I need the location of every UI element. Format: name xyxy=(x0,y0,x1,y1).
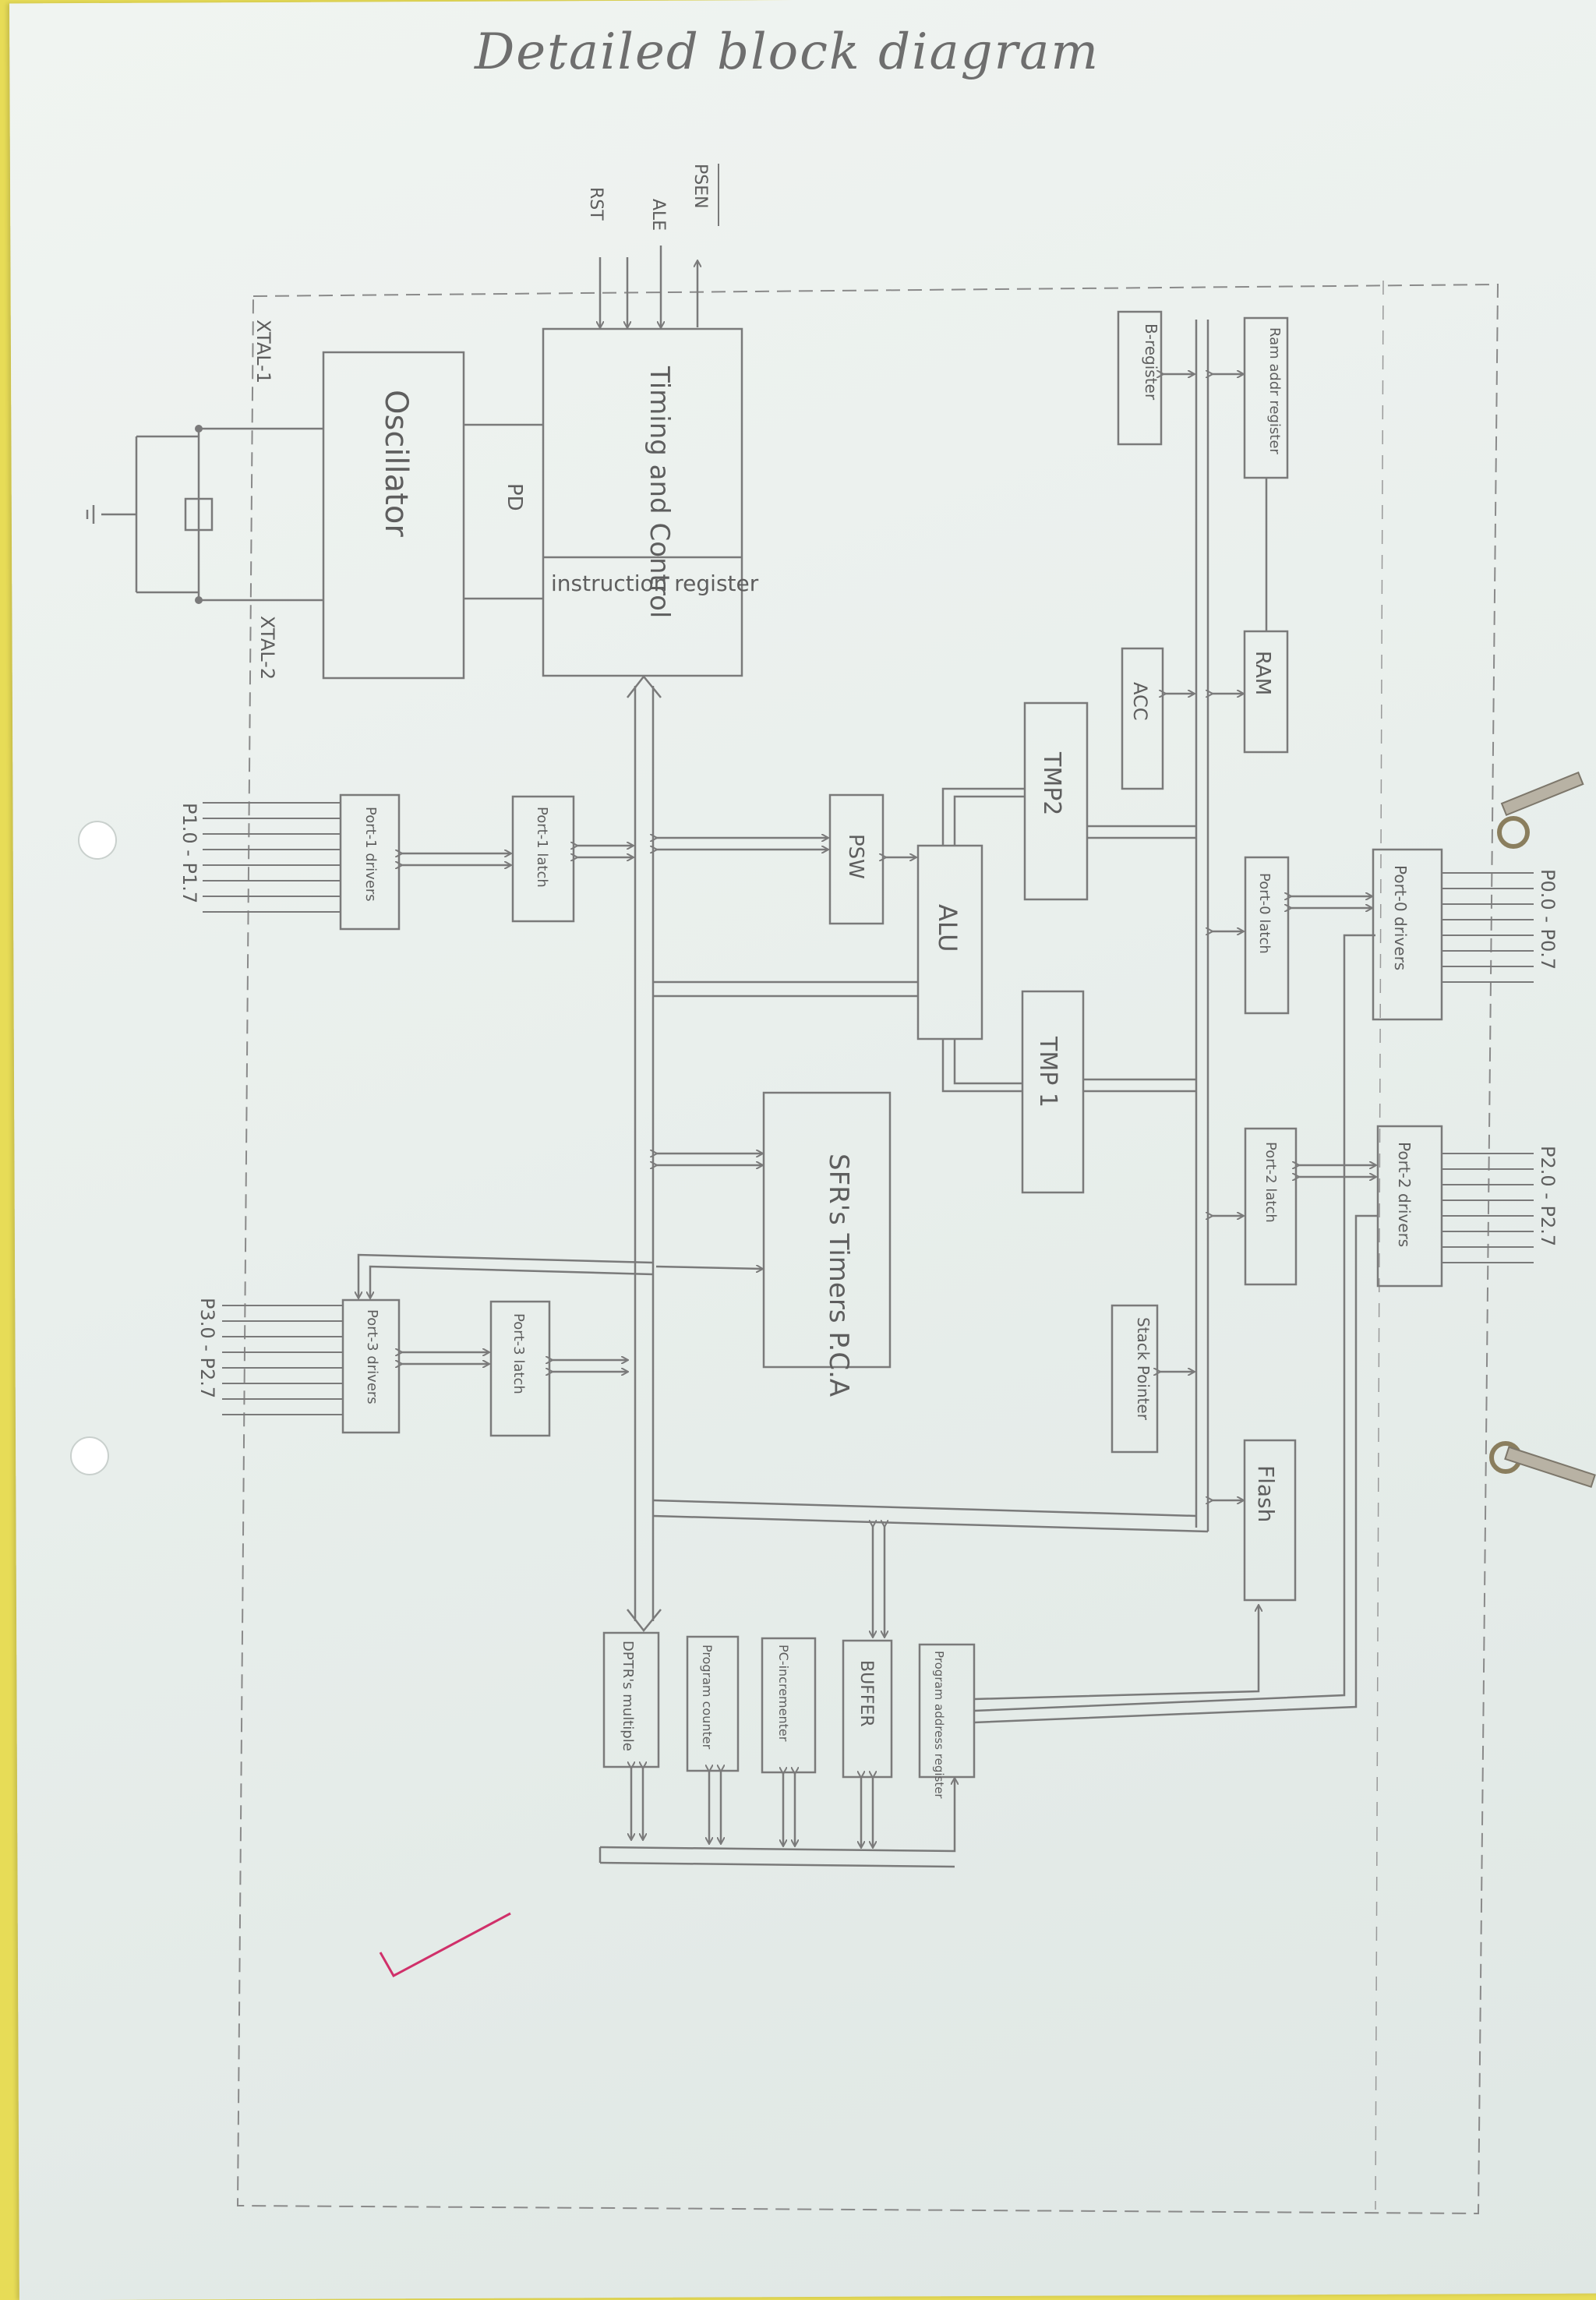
tmp2-block xyxy=(1023,701,1089,901)
crystal-node xyxy=(195,425,203,433)
port3-drivers-label: Port-3 drivers xyxy=(364,1309,380,1404)
port2-pin-lines xyxy=(1442,1153,1534,1263)
flash-block xyxy=(1243,1439,1297,1602)
pc-incrementer-label: PC-incrementer xyxy=(776,1645,791,1742)
port0-pins-label: P0.0 - P0.7 xyxy=(1537,869,1559,970)
port3-pins-label: P3.0 - P2.7 xyxy=(196,1298,218,1398)
ram-block xyxy=(1243,630,1289,754)
port2-latch-label: Port-2 latch xyxy=(1262,1142,1279,1223)
ram-addr-register-label: Ram addr register xyxy=(1266,327,1283,454)
internal-bus xyxy=(634,320,1209,1621)
bus-arrow-head xyxy=(627,674,662,698)
pc-incrementer-block xyxy=(761,1637,817,1774)
pc-section-wiring xyxy=(598,934,1378,1868)
timing-control-label: Timing and Control xyxy=(644,366,675,618)
port0-latch-label: Port-0 latch xyxy=(1256,873,1273,954)
rst-label: RST xyxy=(586,187,606,221)
sfr-block xyxy=(762,1091,892,1369)
psw-label: PSW xyxy=(844,834,867,879)
port0-drivers-label: Port-0 drivers xyxy=(1391,865,1410,970)
port3-latch-label: Port-3 latch xyxy=(510,1313,527,1394)
buffer-label: BUFFER xyxy=(856,1660,876,1727)
stack-pointer-label: Stack Pointer xyxy=(1134,1317,1153,1421)
port3-pin-lines xyxy=(222,1305,343,1415)
dptr-label: DPTR's multiple xyxy=(620,1641,636,1751)
punch-hole-top xyxy=(78,821,117,860)
oscillator-label: Oscillator xyxy=(378,390,414,537)
program-address-register-label: Program address register xyxy=(932,1651,946,1799)
inner-border xyxy=(1375,280,1384,2210)
punch-hole-bottom xyxy=(70,1436,109,1475)
chip-border xyxy=(236,283,1499,2215)
xtal1-label: XTAL-1 xyxy=(252,320,274,383)
binder-ring-top xyxy=(1497,771,1584,849)
oscillator-block xyxy=(322,351,465,680)
port1-pins-label: P1.0 - P1.7 xyxy=(178,803,200,903)
port1-pin-lines xyxy=(203,802,341,913)
port2-drivers-label: Port-2 drivers xyxy=(1395,1142,1414,1247)
ale-label: ALE xyxy=(648,199,668,231)
tmp2-label: TMP2 xyxy=(1038,751,1065,815)
port1-latch-label: Port-1 latch xyxy=(534,807,550,888)
psen-label: PSEN xyxy=(690,164,710,209)
alu-block xyxy=(916,844,983,1040)
port2-pins-label: P2.0 - P2.7 xyxy=(1537,1146,1559,1246)
stack-pointer-block xyxy=(1110,1304,1159,1454)
xtal2-label: XTAL-2 xyxy=(256,616,278,680)
port0-latch-block xyxy=(1244,856,1290,1015)
acc-label: ACC xyxy=(1129,682,1151,721)
b-register-block xyxy=(1117,310,1163,446)
timing-control-block xyxy=(542,327,743,677)
pd-label: PD xyxy=(503,483,526,511)
crystal-node xyxy=(195,596,203,604)
instruction-register-label: instruction register xyxy=(551,571,759,596)
port0-pin-lines xyxy=(1442,872,1534,983)
buffer-block xyxy=(842,1639,893,1779)
program-counter-label: Program counter xyxy=(700,1645,715,1750)
tmp1-label: TMP 1 xyxy=(1034,1036,1061,1108)
binder-ring-bottom xyxy=(1489,1441,1596,1489)
acc-block xyxy=(1121,647,1164,790)
page-title: Detailed block diagram xyxy=(474,23,1100,81)
teacher-tick-mark xyxy=(379,1912,511,1978)
sfr-label: SFR's Timers P.C.A xyxy=(823,1154,854,1397)
program-address-register-block xyxy=(918,1643,976,1779)
bus-arrow-head xyxy=(627,1609,662,1633)
port2-latch-block xyxy=(1244,1127,1298,1286)
flash-label: Flash xyxy=(1253,1465,1279,1522)
bidirectional-connectors xyxy=(358,374,1375,1637)
ram-label: RAM xyxy=(1251,651,1274,695)
crystal-circuit xyxy=(86,427,323,602)
b-register-label: B-register xyxy=(1142,323,1160,401)
port1-drivers-label: Port-1 drivers xyxy=(362,807,379,902)
alu-label: ALU xyxy=(933,904,962,952)
alu-wiring xyxy=(653,787,1196,1093)
port2-drivers-block xyxy=(1376,1125,1443,1288)
